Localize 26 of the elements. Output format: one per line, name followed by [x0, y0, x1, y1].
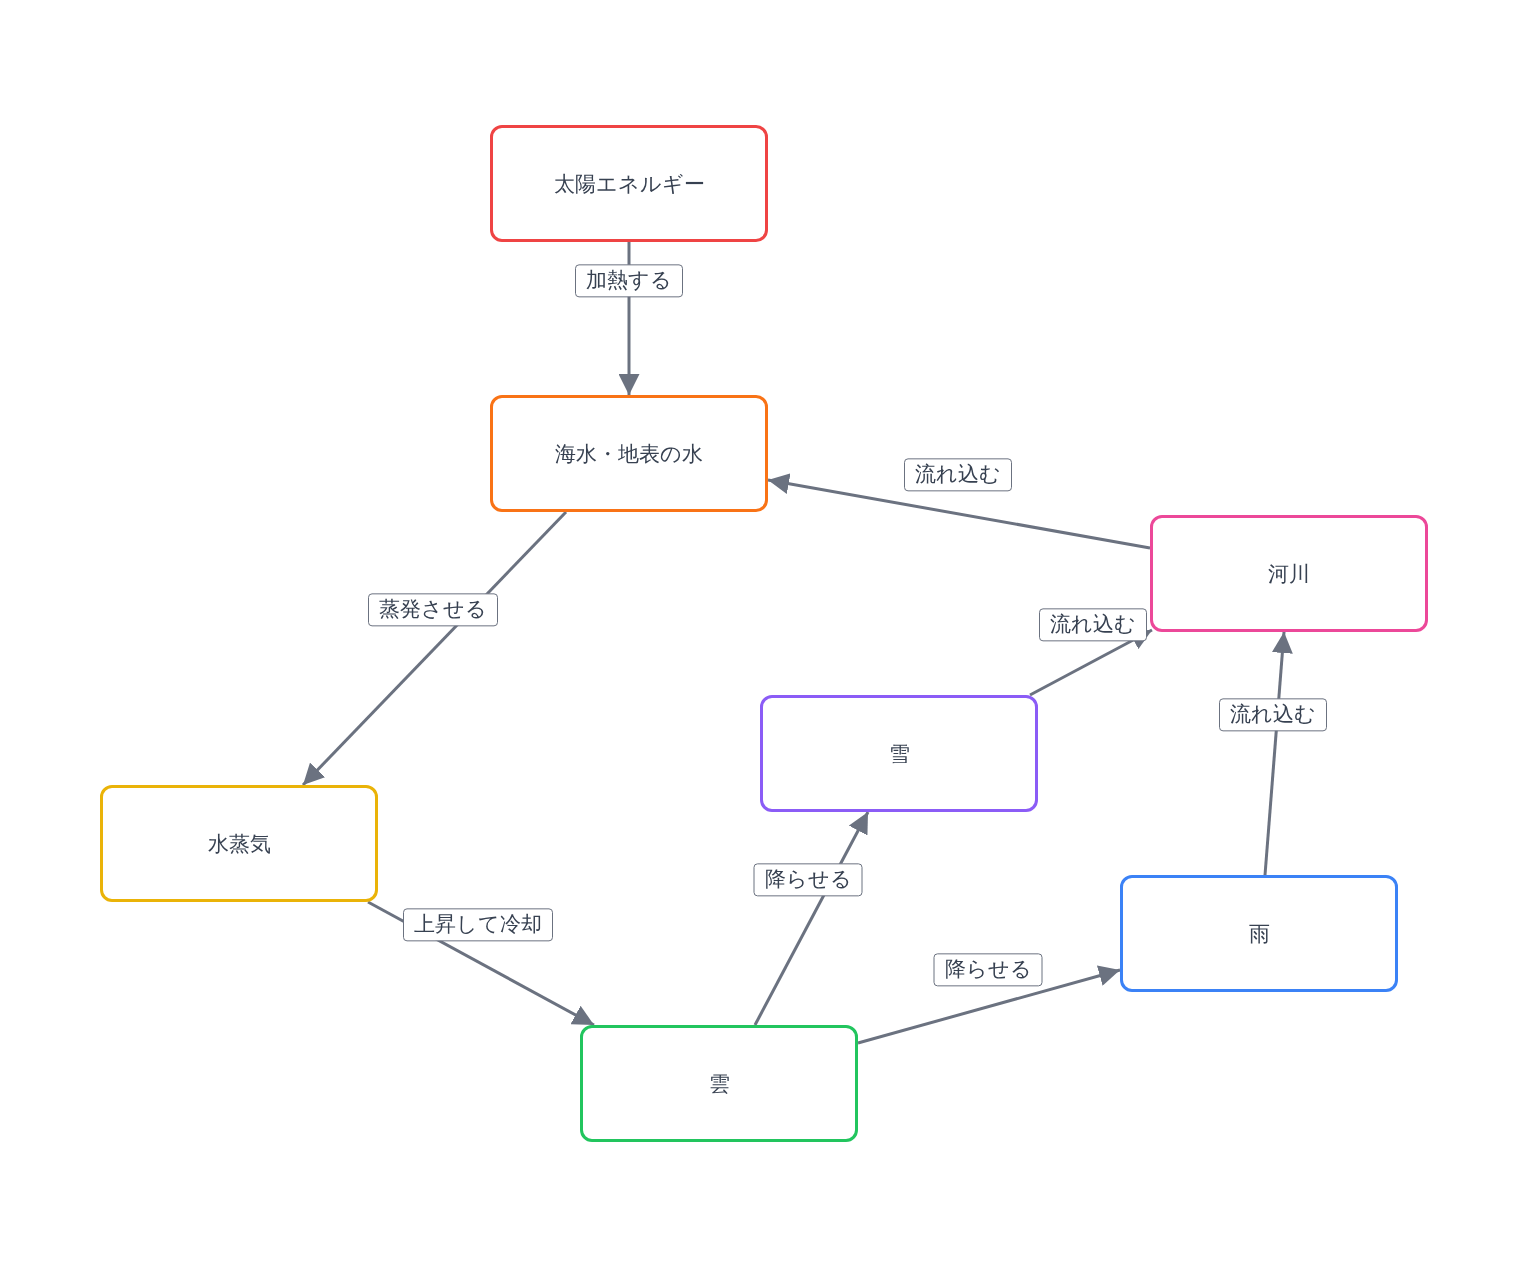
- process-box: [490, 125, 768, 242]
- process-box: [580, 1025, 858, 1142]
- edge-label: 加熱する: [575, 264, 683, 298]
- process-box: [760, 695, 1038, 812]
- edge-label: 上昇して冷却: [403, 908, 553, 942]
- node-label: 河川: [1268, 560, 1310, 588]
- edge-label: 降らせる: [933, 953, 1043, 987]
- edge-label: 蒸発させる: [368, 593, 498, 627]
- edge-label: 流れ込む: [1039, 608, 1147, 642]
- arrow: [767, 473, 1151, 550]
- node-label: 雨: [1248, 920, 1270, 948]
- process-box: [490, 395, 768, 512]
- node-label: 太陽エネルギー: [553, 170, 705, 198]
- arrow: [301, 510, 568, 787]
- edge-label: 流れ込む: [904, 458, 1012, 492]
- edge-label: 降らせる: [753, 863, 863, 897]
- edge-label: 流れ込む: [1219, 698, 1327, 732]
- arrow: [1029, 628, 1153, 697]
- node-label: 海水・地表の水: [555, 440, 703, 468]
- node-label: 雲: [708, 1070, 730, 1098]
- node-label: 水蒸気: [207, 830, 271, 858]
- node-label: 雪: [888, 740, 910, 768]
- arrow: [857, 965, 1121, 1045]
- process-box: [1120, 875, 1398, 992]
- process-box: [1150, 515, 1428, 632]
- process-box: [100, 785, 378, 902]
